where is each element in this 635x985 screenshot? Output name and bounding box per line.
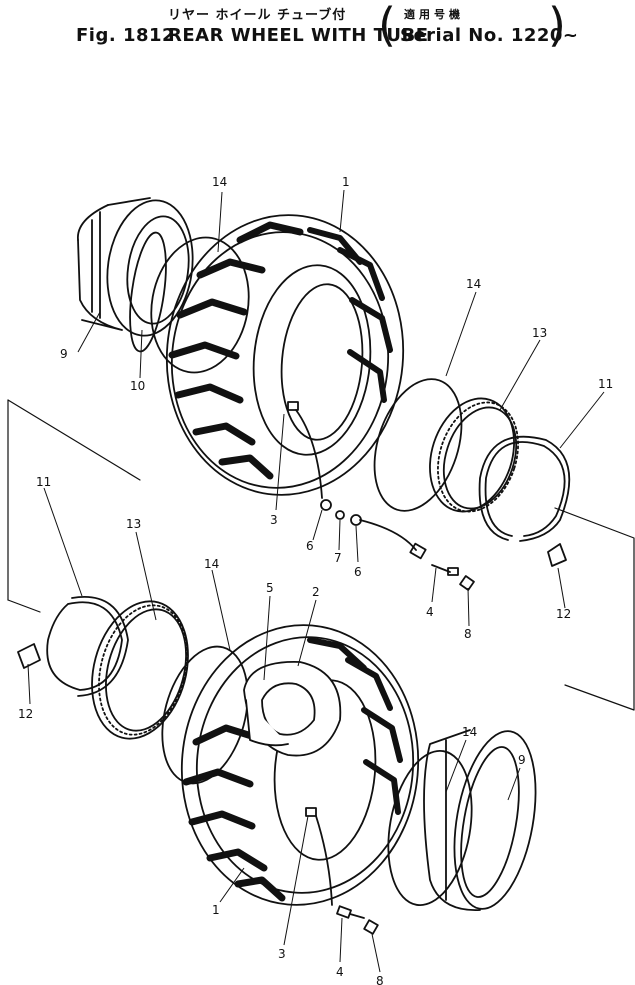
inner-tube	[243, 661, 342, 757]
upper-frame-lines	[7, 399, 635, 711]
callout-1-upper: 1	[342, 175, 350, 189]
upper-right-side-ring	[373, 378, 463, 512]
right-parenthesis: )	[548, 0, 566, 52]
left-parenthesis: (	[378, 0, 396, 52]
callout-13-upper: 13	[532, 326, 547, 340]
lower-rim	[423, 729, 537, 911]
lower-valve-hardware	[305, 807, 379, 935]
leader-lines	[27, 189, 605, 973]
callout-14-upper-right: 14	[466, 277, 481, 291]
upper-valve-hardware	[287, 401, 475, 591]
callout-9-upper: 9	[60, 347, 68, 361]
callout-5: 5	[266, 581, 274, 595]
japanese-serial-label: 適用号機	[404, 8, 464, 21]
callout-11-lower: 11	[36, 475, 51, 489]
lower-flange	[91, 600, 189, 740]
callout-8-upper: 8	[464, 627, 472, 641]
lower-tire	[180, 624, 420, 906]
upper-tire	[165, 214, 405, 496]
japanese-title: リヤー ホイール チューブ付	[168, 8, 347, 23]
callout-labels: 1 14 9 10 14 13 11 3 6 7 6 4 8 12 11 13 …	[18, 175, 613, 985]
upper-side-ring	[150, 236, 250, 374]
callout-10: 10	[130, 379, 145, 393]
callout-11-upper: 11	[598, 377, 613, 391]
callout-14-upper-left: 14	[212, 175, 227, 189]
lower-right-side-ring	[387, 749, 473, 907]
callout-3-lower: 3	[278, 947, 286, 961]
upper-rim	[77, 197, 194, 337]
callout-7: 7	[334, 551, 342, 565]
upper-o-ring	[129, 231, 167, 353]
upper-lock-clip	[547, 543, 567, 567]
callout-1-lower: 1	[212, 903, 220, 917]
lower-lock-clip	[17, 643, 41, 669]
callout-9-lower: 9	[518, 753, 526, 767]
callout-2: 2	[312, 585, 320, 599]
callout-6-upper-b: 6	[354, 565, 362, 579]
callout-4-lower: 4	[336, 965, 344, 979]
upper-lock-ring	[478, 435, 571, 542]
callout-4-upper: 4	[426, 605, 434, 619]
serial-number-range: Serial No. 1220~	[400, 25, 579, 46]
callout-13-lower: 13	[126, 517, 141, 531]
callout-12-upper: 12	[556, 607, 571, 621]
callout-3-upper: 3	[270, 513, 278, 527]
callout-14-lower-right: 14	[462, 725, 477, 739]
callout-6-upper-a: 6	[306, 539, 314, 553]
figure-title: REAR WHEEL WITH TUBE	[168, 25, 429, 46]
callout-12-lower: 12	[18, 707, 33, 721]
figure-header: リヤー ホイール チューブ付 適用号機 Fig. 1812 REAR WHEEL…	[0, 0, 635, 60]
callout-14-lower-left: 14	[204, 557, 219, 571]
upper-flange	[429, 397, 519, 513]
figure-number: Fig. 1812	[76, 25, 176, 46]
lower-lock-ring	[46, 596, 129, 697]
callout-8-lower: 8	[376, 974, 384, 985]
